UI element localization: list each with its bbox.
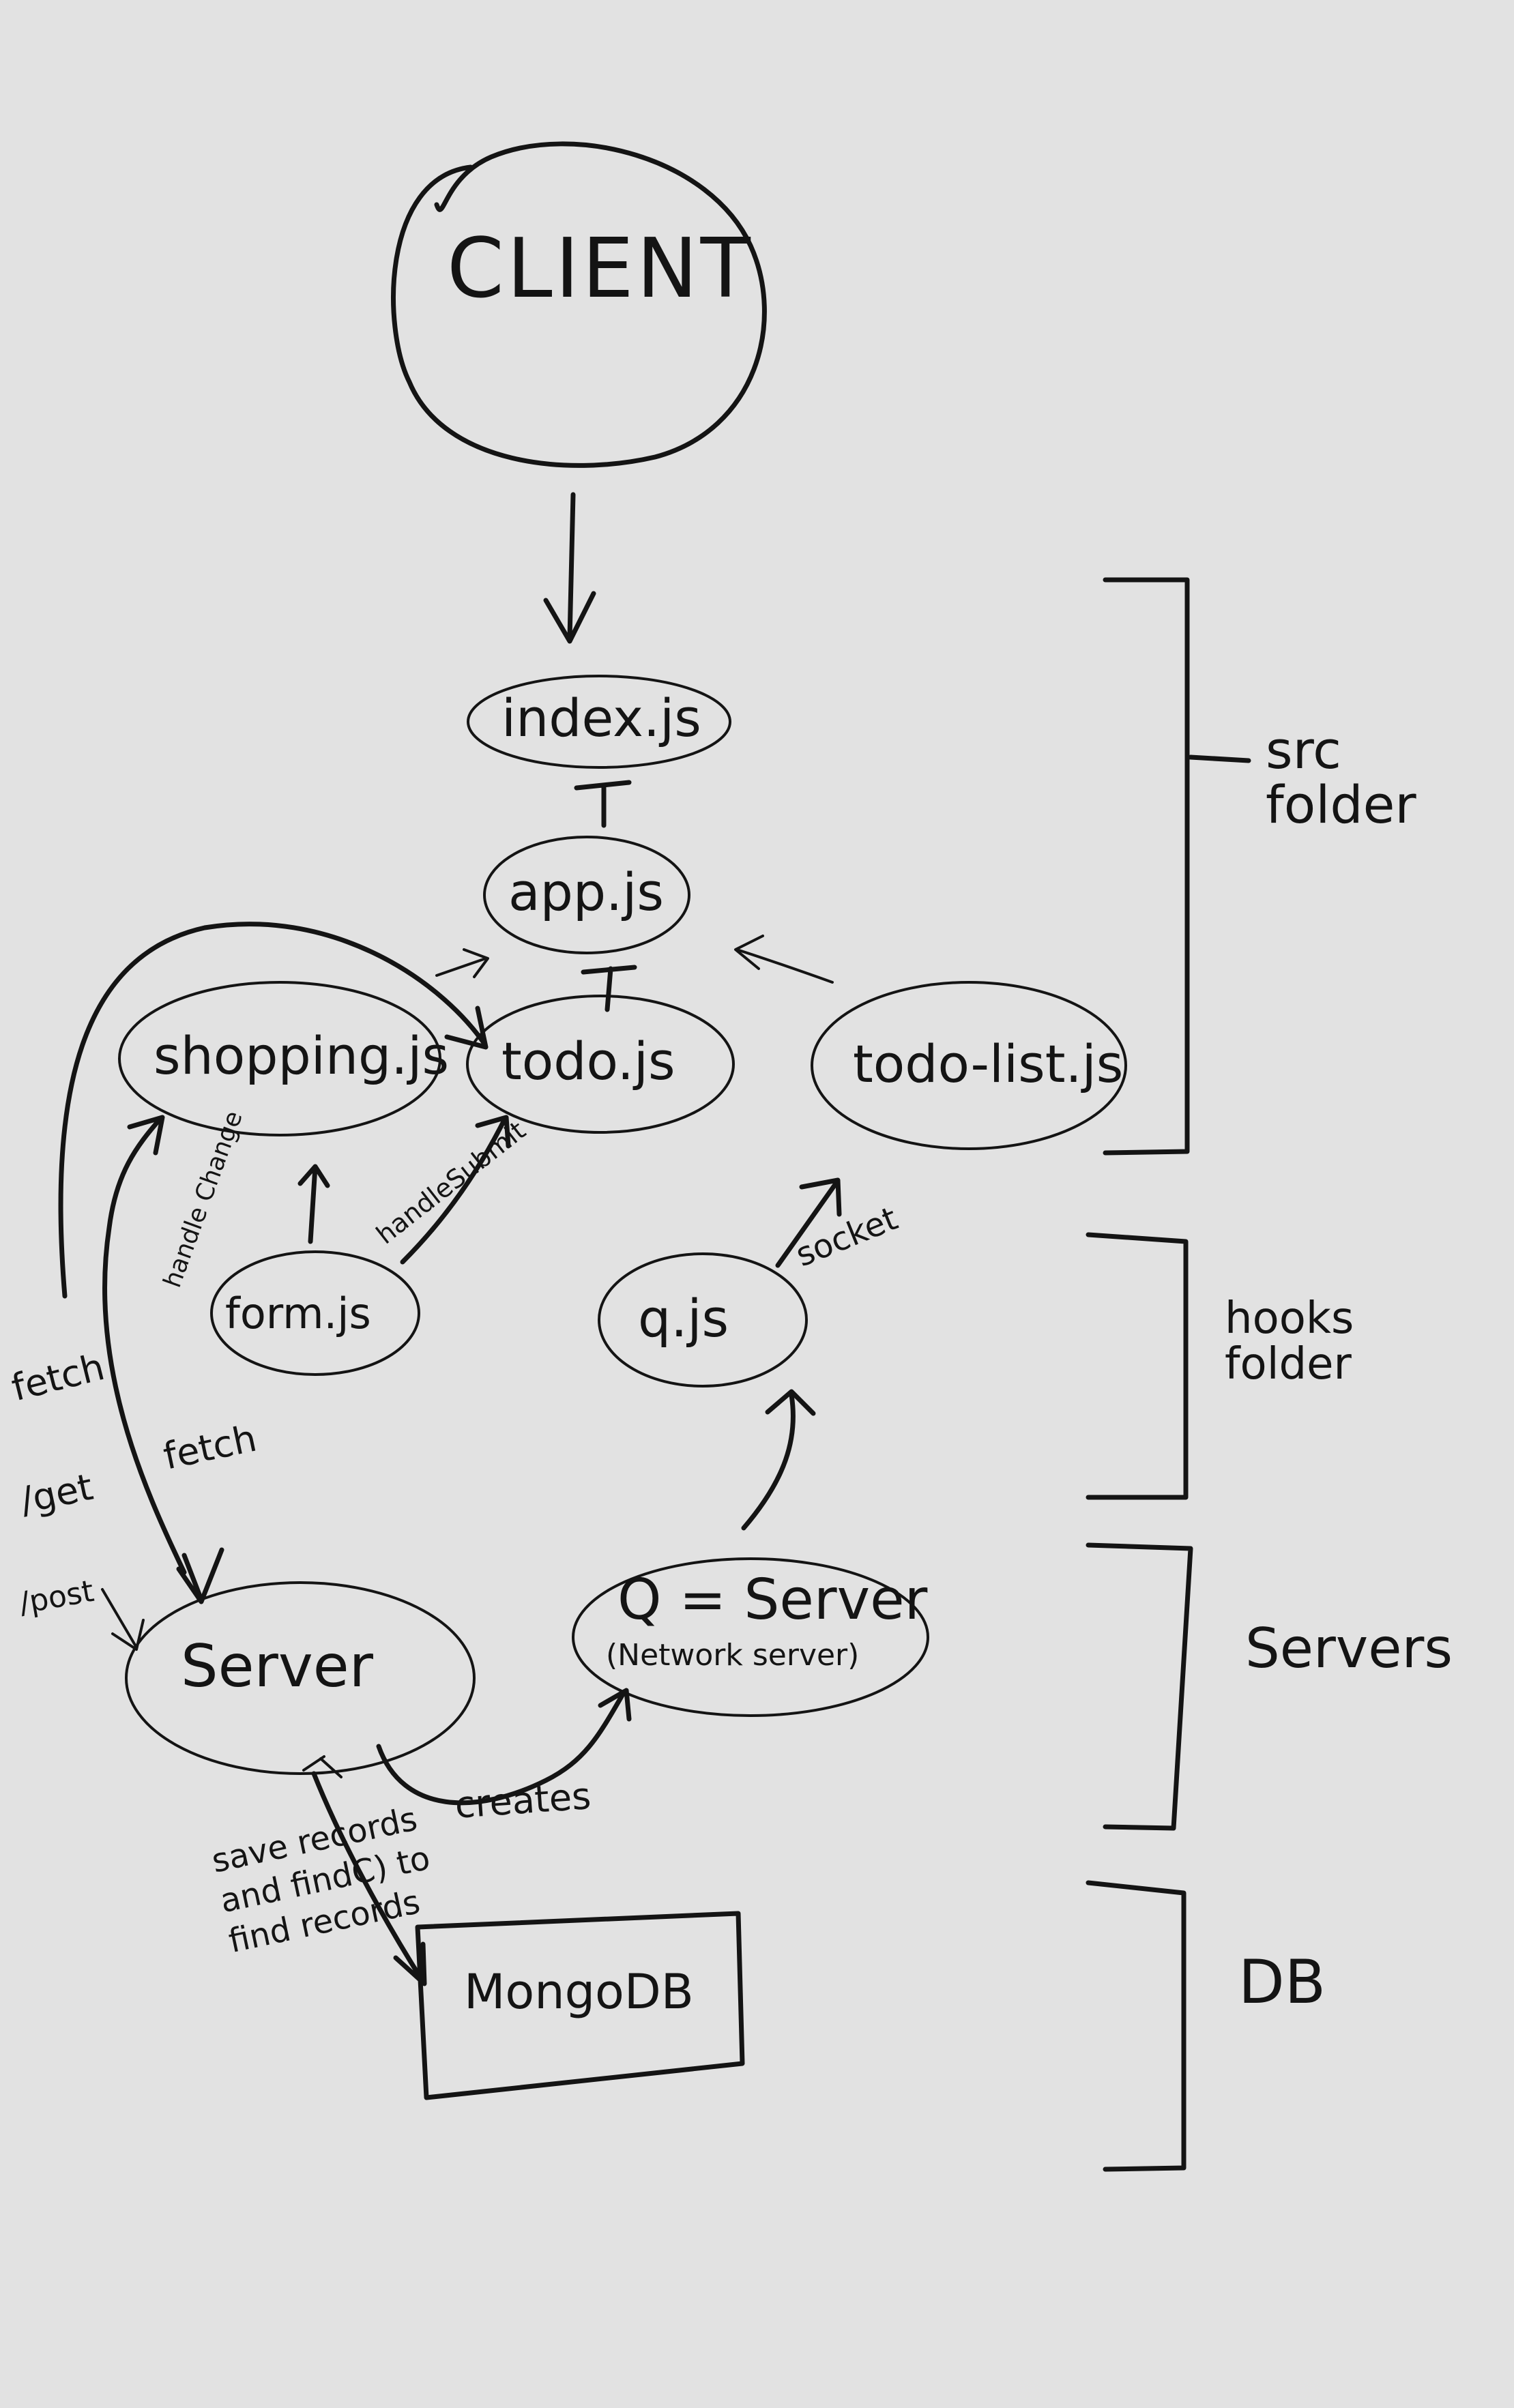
arrow-creates: [376, 1688, 632, 1806]
arrow-fetch-mid: [176, 1547, 224, 1604]
group-servers: Servers: [1245, 1617, 1453, 1680]
app-ellipse: [483, 836, 690, 954]
server-ellipse: [125, 1581, 476, 1775]
arrow-fetch-to-todo: [58, 922, 489, 1299]
bracket-hooks: [1086, 1232, 1189, 1500]
arrow-form-to-todo: [400, 1115, 511, 1265]
bracket-servers: [1086, 1542, 1193, 1831]
client-circle: [391, 141, 767, 468]
node-q: q.js: [638, 1288, 729, 1349]
arrow-server-to-mongodb: [311, 1771, 427, 1986]
arrow-qserver-to-q: [741, 1389, 816, 1531]
arrow-socket: [775, 1177, 842, 1268]
node-q-server-note: (Network server): [606, 1638, 860, 1673]
node-shopping: shopping.js: [154, 1025, 450, 1086]
todolist-ellipse: [811, 981, 1127, 1150]
bracket-src: [1103, 577, 1251, 1156]
qserver-ellipse: [572, 1557, 929, 1717]
node-app: app.js: [508, 862, 664, 922]
node-q-server: Q = Server: [617, 1568, 928, 1632]
arrow-todo-to-app: [581, 965, 637, 1012]
arrow-server-to-shopping: [102, 1115, 187, 1575]
label-creates: creates: [453, 1774, 593, 1827]
arrow-shopping-to-app: [435, 948, 489, 978]
node-server: Server: [181, 1632, 374, 1701]
shopping-ellipse: [118, 981, 441, 1136]
arrow-mongodb-to-server: [302, 1755, 343, 1778]
group-hooks: hooks folder: [1225, 1293, 1354, 1390]
bracket-db: [1086, 1880, 1187, 2172]
form-ellipse: [210, 1250, 420, 1376]
q-ellipse: [598, 1252, 808, 1387]
arrow-client-to-index: [543, 492, 596, 644]
group-db: DB: [1238, 1947, 1326, 2017]
arrow-app-to-index: [574, 780, 632, 828]
arrow-form-to-shopping: [297, 1164, 330, 1244]
group-src: src folder: [1266, 720, 1416, 835]
node-index: index.js: [501, 688, 701, 748]
index-ellipse: [467, 675, 731, 769]
node-form: form.js: [225, 1289, 371, 1338]
todo-ellipse: [466, 995, 735, 1134]
node-mongodb: MongoDB: [464, 1964, 694, 2020]
node-client: CLIENT: [447, 222, 753, 317]
arrow-fetch-to-server: [101, 1588, 145, 1651]
mongodb-box: [415, 1911, 745, 2100]
node-todo-list: todo-list.js: [853, 1033, 1124, 1094]
arrow-todolist-to-app: [734, 935, 834, 984]
node-todo: todo.js: [501, 1031, 675, 1091]
